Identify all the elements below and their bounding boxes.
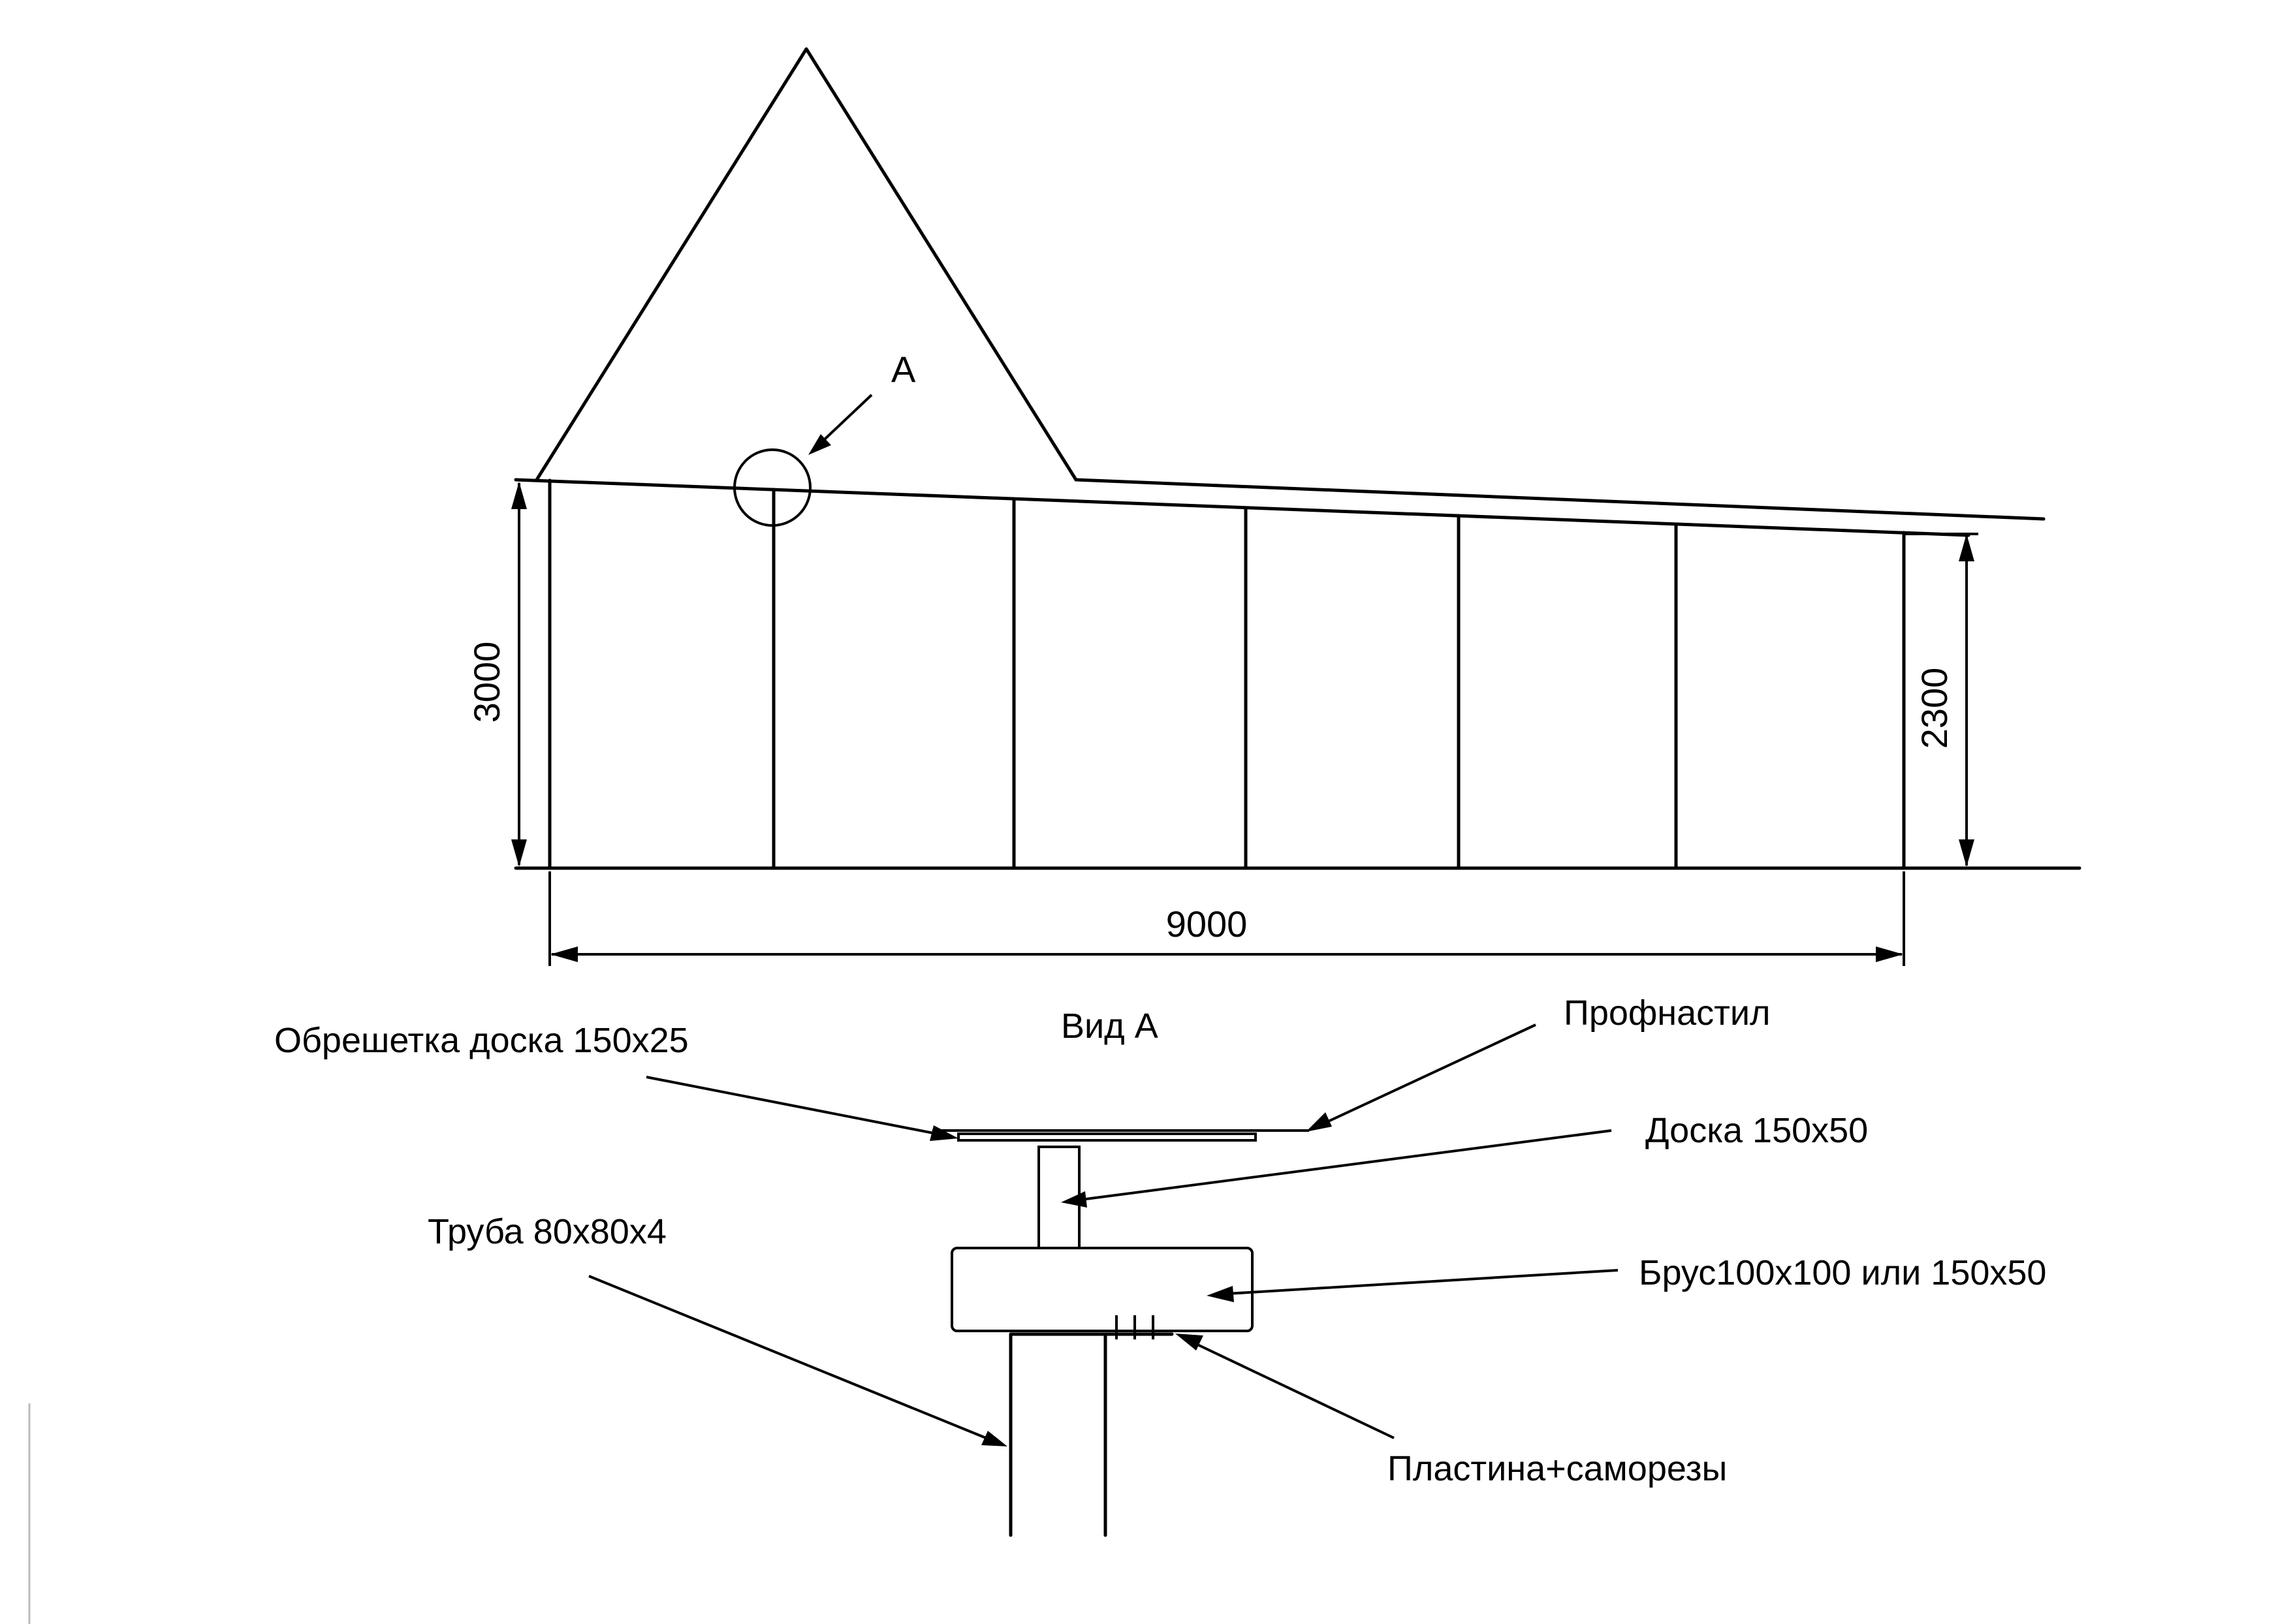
beam-leader [1227, 1269, 1619, 1295]
detail-view-a: Вид А Обрешетка доска 150x25 Профнастил … [274, 993, 2046, 1537]
board-leader [1080, 1129, 1612, 1201]
right-height-arrow-bottom [1959, 839, 1974, 867]
board-arrowhead [1061, 1191, 1087, 1208]
roof-line [514, 478, 1970, 537]
profiled-sheet-arrowhead [1306, 1112, 1332, 1132]
plate-arrowhead [1175, 1334, 1203, 1351]
roof-overhang-line [1074, 478, 2046, 521]
detail-marker-label: A [891, 349, 916, 390]
detail-circle [733, 448, 812, 527]
battens-arrowhead [930, 1125, 958, 1141]
profiled-sheet-leader [1325, 1023, 1536, 1124]
span-value: 9000 [1166, 903, 1248, 945]
pipe-label: Труба 80x80x4 [428, 1212, 667, 1251]
battens-label: Обрешетка доска 150x25 [274, 1021, 689, 1060]
beam-arrowhead [1207, 1286, 1234, 1302]
board-label: Доска 150x50 [1645, 1111, 1868, 1150]
pipe-arrowhead [981, 1431, 1007, 1446]
span-arrow-left [550, 946, 578, 962]
right-height-arrow-top [1959, 534, 1974, 561]
span-arrow-right [1876, 946, 1903, 962]
plate-leader [1194, 1342, 1395, 1439]
right-height-value: 2300 [1914, 668, 1955, 749]
left-height-arrow-top [511, 482, 527, 509]
battens-board [957, 1132, 1257, 1142]
elevation-view: A 3000 2300 9000 [466, 47, 2081, 966]
left-height-value: 3000 [466, 642, 507, 723]
beam [951, 1247, 1254, 1332]
profiled-sheet-label: Профнастил [1564, 993, 1771, 1033]
gable-roof [535, 47, 1078, 482]
detail-title: Вид А [1061, 1007, 1158, 1046]
pipe-leader [588, 1275, 990, 1441]
detail-arrowhead [808, 434, 831, 455]
left-height-arrow-bottom [511, 839, 527, 867]
battens-leader [646, 1076, 941, 1136]
plate-label: Пластина+саморезы [1387, 1449, 1727, 1488]
beam-label: Брус100x100 или 150x50 [1639, 1253, 2046, 1292]
